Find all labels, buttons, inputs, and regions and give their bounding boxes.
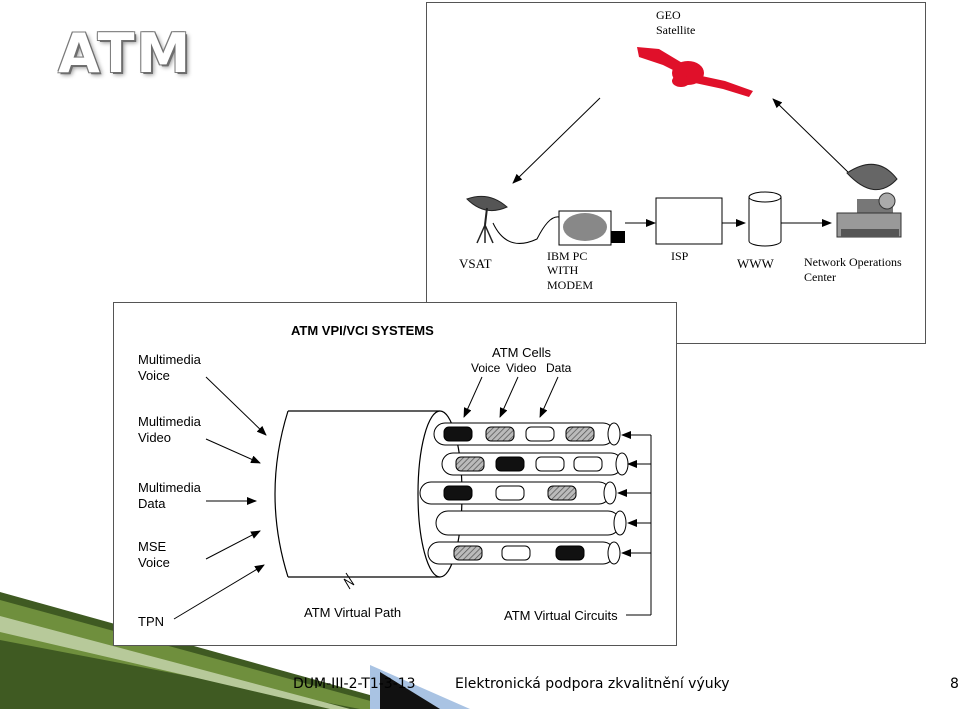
atm-diagram-canvas: ATM VPI/VCI SYSTEMS Multimedia Voice Mul… <box>138 323 652 629</box>
isp-box <box>655 197 723 245</box>
satellite-diagram-canvas: GEO Satellite <box>459 8 902 292</box>
uplink-arrow <box>772 98 852 176</box>
input-label-4a: MSE <box>138 539 167 554</box>
footer-decoration <box>0 592 470 709</box>
virtual-circuit-1 <box>433 422 621 446</box>
satellite-label-geo: GEO <box>656 8 681 22</box>
isp-label: ISP <box>671 249 689 263</box>
input-label-1a: Multimedia <box>138 352 202 367</box>
input-label-5: TPN <box>138 614 164 629</box>
cell-arrow-data <box>539 376 559 418</box>
virtual-circuit-5 <box>427 541 621 565</box>
input-label-2a: Multimedia <box>138 414 202 429</box>
noc-label-1: Network Operations <box>804 255 902 269</box>
cell-arrow-video <box>499 376 519 418</box>
satellite-icon <box>637 47 753 97</box>
cell-arrow-voice <box>463 376 483 418</box>
data-cell <box>573 456 603 472</box>
noc-dish-icon <box>836 163 902 238</box>
voice-cell <box>443 426 473 442</box>
footer-course-code: DUM-III-2-T1-3-13 <box>293 676 416 692</box>
slide-title: ATM <box>58 22 193 85</box>
vsat-label: VSAT <box>459 256 492 271</box>
input-arrow-1 <box>205 376 267 436</box>
pc-label-2: WITH <box>547 263 579 277</box>
data-cell <box>525 426 555 442</box>
video-cell <box>565 426 595 442</box>
downlink-arrow <box>512 97 601 184</box>
cell-type-data: Data <box>546 361 572 375</box>
atm-vpi-vci-diagram: ATM VPI/VCI SYSTEMS Multimedia Voice Mul… <box>113 302 677 646</box>
input-label-1b: Voice <box>138 368 170 383</box>
footer-page-number: 8 <box>950 676 959 692</box>
input-arrow-5 <box>173 564 265 620</box>
vsat-dish-icon <box>466 195 508 244</box>
cell-type-video: Video <box>506 361 537 375</box>
voice-cell <box>443 485 473 501</box>
www-cylinder-icon <box>748 191 782 247</box>
pc-modem-icon <box>558 210 625 246</box>
modem-cable <box>492 216 560 244</box>
footer-project-name: Elektronická podpora zkvalitnění výuky <box>455 676 730 692</box>
data-cell <box>495 485 525 501</box>
virtual-circuit-4 <box>435 510 627 536</box>
video-cell <box>455 456 485 472</box>
data-cell <box>535 456 565 472</box>
pc-label-3: MODEM <box>547 278 593 292</box>
atm-diagram-title: ATM VPI/VCI SYSTEMS <box>291 323 434 338</box>
input-label-4b: Voice <box>138 555 170 570</box>
noc-label-2: Center <box>804 270 836 284</box>
input-label-2b: Video <box>138 430 171 445</box>
satellite-network-diagram: GEO Satellite <box>426 2 926 344</box>
input-arrow-2 <box>205 438 261 464</box>
input-arrow-4 <box>205 530 261 560</box>
virtual-circuits-label: ATM Virtual Circuits <box>504 608 618 623</box>
video-cell <box>547 485 577 501</box>
virtual-circuit-3 <box>419 481 617 505</box>
pc-label-1: IBM PC <box>547 249 587 263</box>
virtual-circuits-bracket <box>617 431 652 616</box>
input-label-3a: Multimedia <box>138 480 202 495</box>
satellite-label: Satellite <box>656 23 695 37</box>
data-cell <box>501 545 531 561</box>
www-label: WWW <box>737 256 775 271</box>
video-cell <box>453 545 483 561</box>
input-label-3b: Data <box>138 496 166 511</box>
voice-cell <box>555 545 585 561</box>
virtual-path-label: ATM Virtual Path <box>304 605 401 620</box>
voice-cell <box>495 456 525 472</box>
cells-title: ATM Cells <box>492 345 551 360</box>
cell-type-voice: Voice <box>471 361 501 375</box>
virtual-path-pointer <box>343 572 355 590</box>
virtual-circuit-2 <box>441 452 629 476</box>
video-cell <box>485 426 515 442</box>
